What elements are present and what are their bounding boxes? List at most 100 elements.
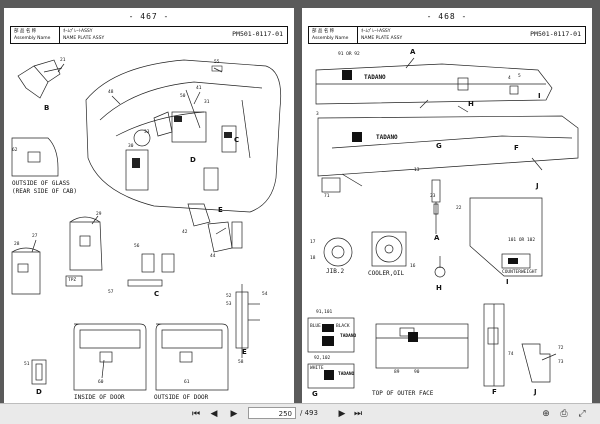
view-h-label: H — [436, 284, 442, 292]
callout: 56 — [134, 244, 140, 249]
page-number: - 468 - — [426, 12, 468, 21]
caption-inside-door: INSIDE OF DOOR — [74, 394, 125, 401]
callout: 23 — [430, 194, 436, 199]
print-icon[interactable]: ⎙ — [560, 409, 568, 419]
caption-counterweight: COUNTERWEIGHT — [502, 270, 538, 275]
assembly-name-jp: ﾈｰﾑﾌﾟﾚｰﾄASSY — [361, 29, 391, 34]
viewer-toolbar: ⏮ ◀ ▶ 250 / 493 ▶ ⏭ ⊕ ⎙ ⤢ — [0, 403, 600, 424]
page-total: / 493 — [300, 409, 318, 417]
part-number: PM501-0117-01 — [232, 30, 283, 38]
assembly-name-label: Assembly Name — [312, 36, 349, 41]
callout: 90 — [414, 370, 420, 375]
right-page: - 468 - 部 品 名 称 Assembly Name ﾈｰﾑﾌﾟﾚｰﾄASS… — [302, 8, 592, 404]
assembly-name: NAME PLATE ASSY — [361, 36, 403, 41]
left-page: - 467 - 部 品 名 称 Assembly Name ﾈｰﾑﾌﾟﾚｰﾄASS… — [4, 8, 294, 404]
callout: 62 — [12, 148, 18, 153]
page-number: - 467 - — [128, 12, 170, 21]
assembly-name-label-jp: 部 品 名 称 — [312, 29, 335, 34]
caption-outside-glass: OUTSIDE OF GLASS — [12, 180, 70, 187]
assembly-name-label-jp: 部 品 名 称 — [14, 29, 37, 34]
view-a-label: A — [434, 234, 440, 242]
boom-drawing — [307, 57, 579, 389]
assembly-name: NAME PLATE ASSY — [63, 36, 105, 41]
callout: 89 — [394, 370, 400, 375]
view-b-label: B — [44, 104, 50, 112]
view-d-marker: D — [190, 156, 196, 164]
callout: 50 — [180, 94, 186, 99]
view-j-marker: J — [536, 182, 539, 190]
tadano-logo: TADANO — [376, 134, 398, 141]
view-f-label: F — [492, 388, 497, 396]
callout: 21 — [60, 58, 66, 63]
callout: 60 — [98, 380, 104, 385]
view-i-marker: I — [538, 92, 541, 100]
callout: 51 — [24, 362, 30, 367]
first-page-icon[interactable]: ⏮ — [191, 409, 201, 419]
view-h-marker: H — [468, 100, 474, 108]
page-number-input[interactable]: 250 — [248, 407, 296, 419]
callout: 101 OR 102 — [508, 238, 536, 243]
view-g-label: G — [312, 390, 318, 398]
callout: 91,101 — [316, 310, 333, 315]
callout: 29 — [96, 212, 102, 217]
callout: 71 — [324, 194, 330, 199]
tpz-label: TPZ — [68, 278, 77, 283]
last-page-icon[interactable]: ⏭ — [353, 409, 363, 419]
zoom-icon[interactable]: ⊕ — [542, 409, 550, 419]
view-j-label: J — [534, 388, 537, 396]
callout: 18 — [310, 256, 316, 261]
cab-drawing — [11, 59, 282, 391]
callout: 27 — [32, 234, 38, 239]
title-block: 部 品 名 称 Assembly Name ﾈｰﾑﾌﾟﾚｰﾄASSY NAME PL… — [308, 26, 586, 44]
callout: 5 — [518, 74, 521, 79]
callout: 58 — [238, 360, 244, 365]
callout: 92,102 — [314, 356, 331, 361]
plate-color-blue: BLUE — [310, 324, 321, 329]
tadano-logo: TADANO — [364, 74, 386, 81]
caption-top-outer-face: TOP OF OUTER FACE — [372, 390, 434, 397]
callout: 16 — [410, 264, 416, 269]
part-number: PM501-0117-01 — [530, 30, 581, 38]
callout: 72 — [558, 346, 564, 351]
view-i-label: I — [506, 278, 509, 286]
callout: 52 — [226, 294, 232, 299]
caption-rear-side-cab: (REAR SIDE OF CAB) — [12, 188, 78, 195]
next-page-icon[interactable]: ▶ — [338, 409, 346, 419]
assembly-name-label: Assembly Name — [14, 36, 51, 41]
callout: 91 OR 92 — [338, 52, 360, 57]
plate-color-white: WHITE — [310, 366, 324, 371]
next-page-icon[interactable]: ▶ — [230, 409, 238, 419]
callout: 54 — [262, 292, 268, 297]
callout: 74 — [508, 352, 514, 357]
title-block: 部 品 名 称 Assembly Name ﾈｰﾑﾌﾟﾚｰﾄASSY NAME PL… — [10, 26, 288, 44]
view-f-marker: F — [514, 144, 519, 152]
view-c-marker: C — [234, 136, 240, 144]
callout: 53 — [226, 302, 232, 307]
callout: 22 — [456, 206, 462, 211]
caption-jib: JIB.2 — [326, 268, 345, 275]
callout: 61 — [184, 380, 190, 385]
callout: 28 — [14, 242, 20, 247]
tadano-logo: TADANO — [338, 372, 355, 377]
callout: 57 — [108, 290, 114, 295]
view-d-label: D — [36, 388, 42, 396]
view-a-marker: A — [410, 48, 416, 56]
callout: 17 — [310, 240, 316, 245]
callout: 4 — [508, 76, 511, 81]
callout: 31 — [204, 100, 210, 105]
view-g-marker: G — [436, 142, 442, 150]
plate-color-black: BLACK — [336, 324, 350, 329]
callout: 42 — [182, 230, 188, 235]
fullscreen-icon[interactable]: ⤢ — [578, 409, 586, 419]
assembly-name-jp: ﾈｰﾑﾌﾟﾚｰﾄASSY — [63, 29, 93, 34]
callout: 30 — [128, 144, 134, 149]
tadano-logo: TADANO — [340, 334, 357, 339]
callout: 3 — [316, 112, 319, 117]
callout: 73 — [558, 360, 564, 365]
caption-cooler-oil: COOLER,OIL — [368, 270, 405, 277]
view-e-marker: E — [218, 206, 223, 214]
caption-outside-door: OUTSIDE OF DOOR — [154, 394, 209, 401]
previous-page-icon[interactable]: ◀ — [210, 409, 218, 419]
callout: 48 — [108, 90, 114, 95]
callout: 41 — [196, 86, 202, 91]
